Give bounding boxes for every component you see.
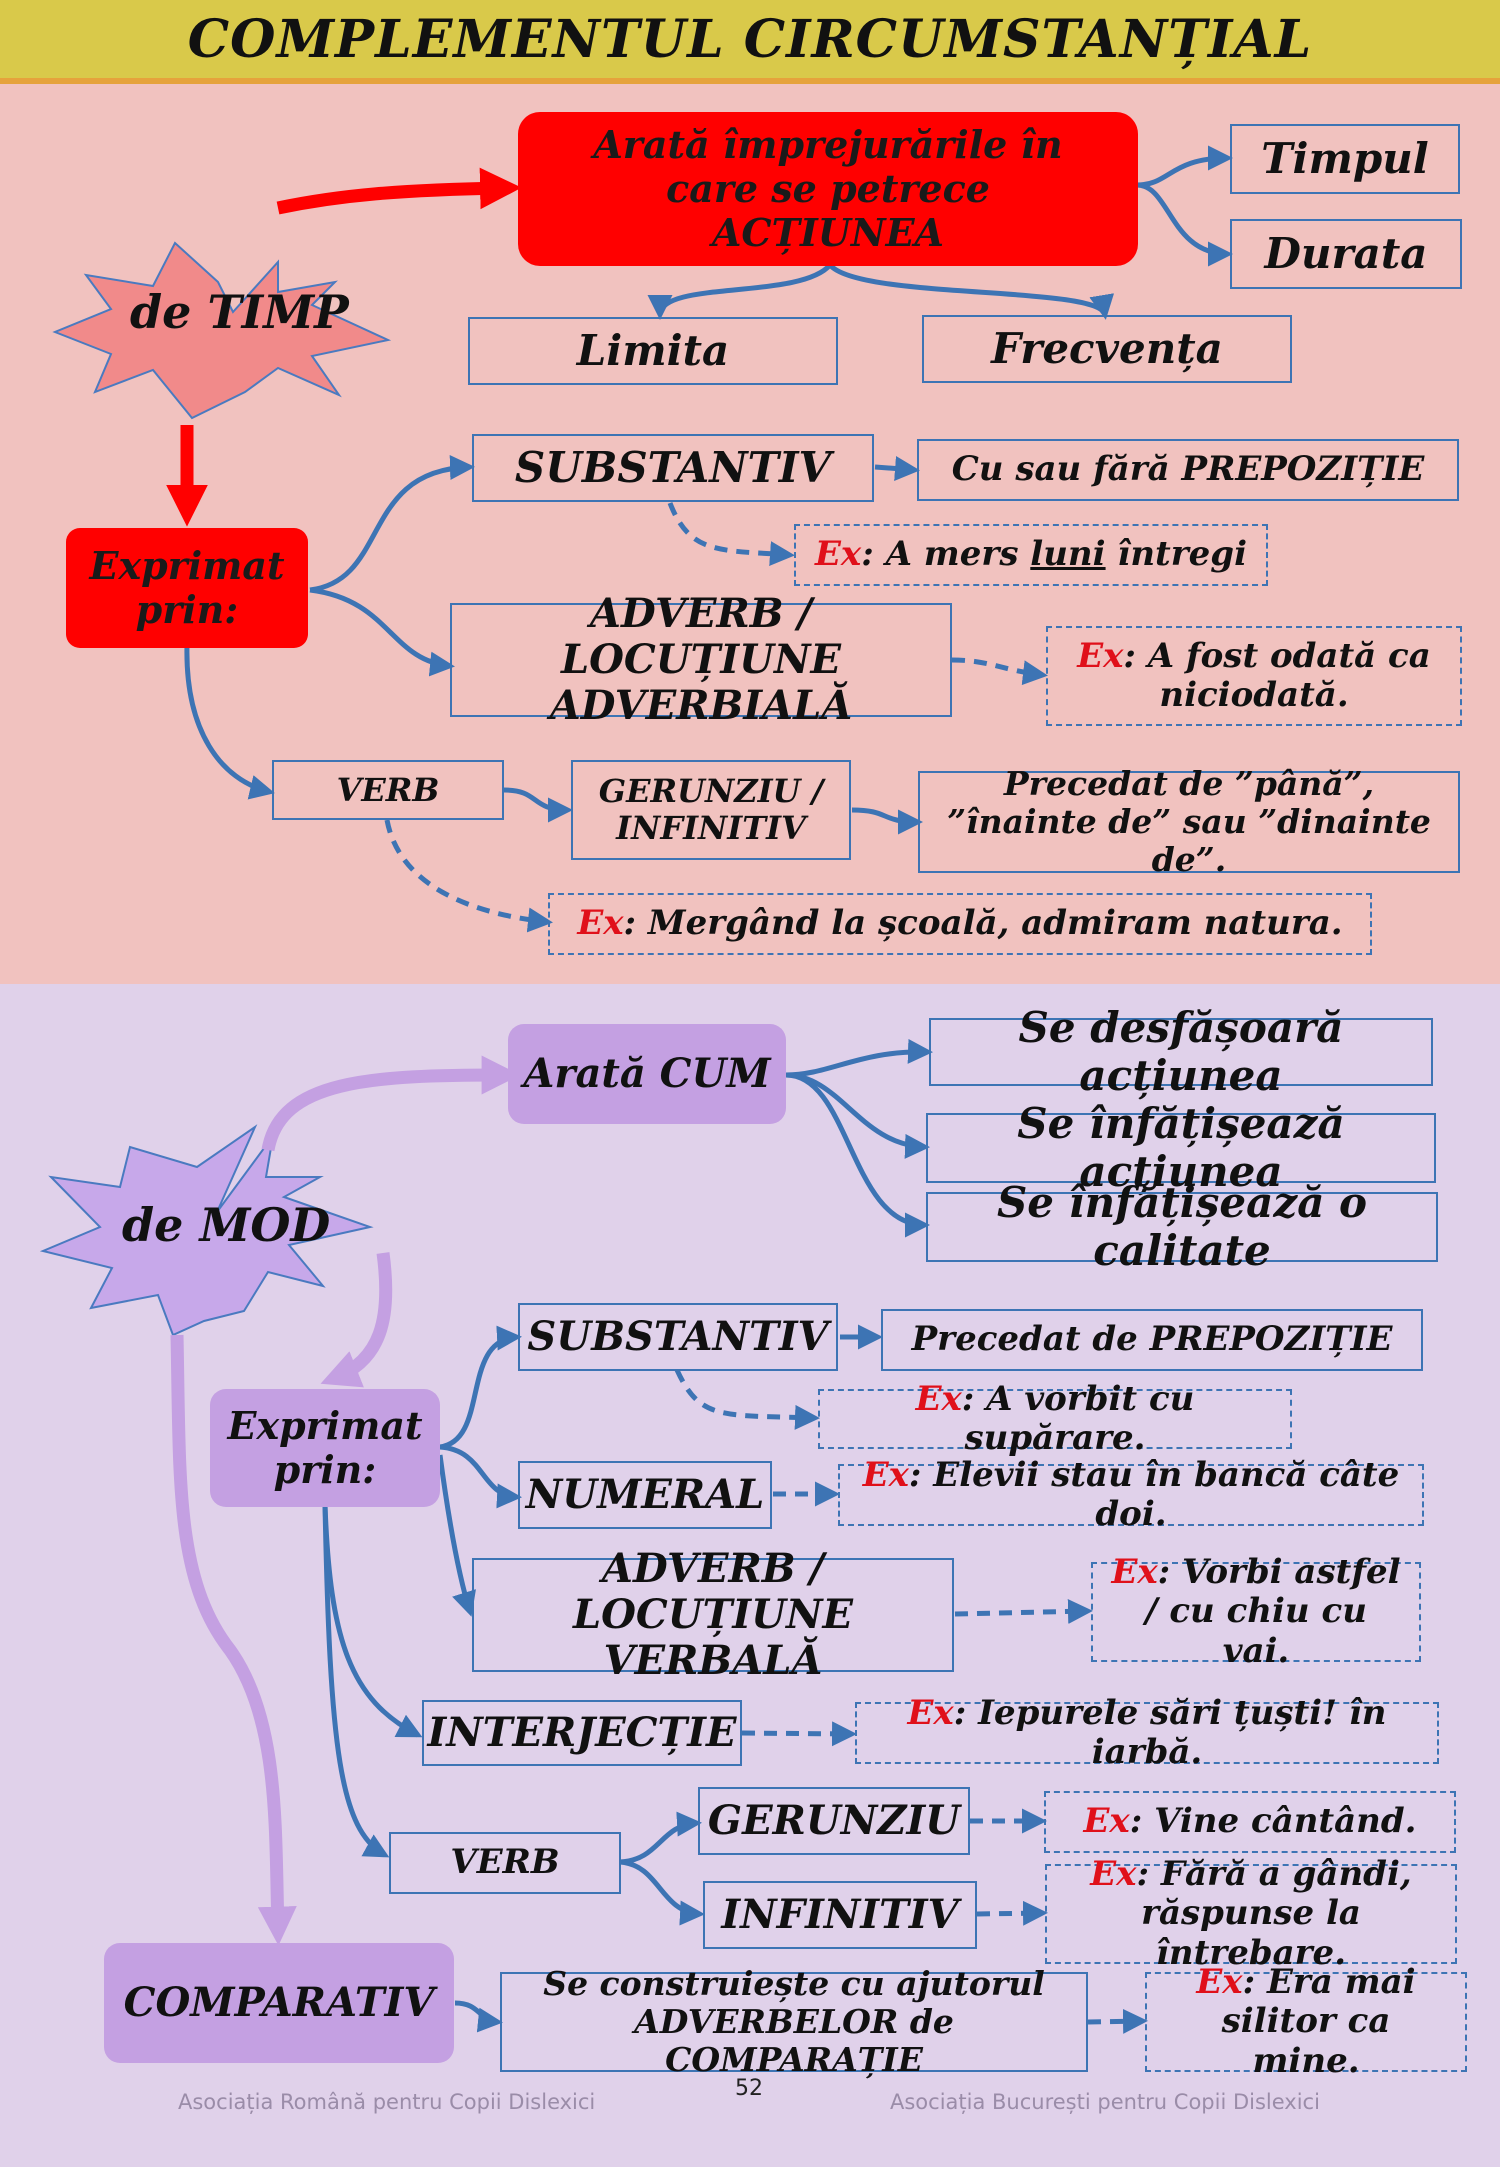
mod-ex3-label: Ex (1111, 1552, 1158, 1593)
mod-substantiv-box: SUBSTANTIV (518, 1303, 838, 1371)
timp-gerunziu-text: GERUNZIU / INFINITIV (598, 772, 824, 847)
timp-ex1-label: Ex (815, 534, 862, 575)
mod-r1-box: Se desfășoară acțiunea (929, 1003, 1433, 1100)
timp-frecventa-text: Frecvența (991, 323, 1223, 373)
star-timp-shape (52, 241, 392, 420)
mod-ex5-text: : Vine cântând. (1129, 1801, 1417, 1842)
mod-ex5-box: Ex: Vine cântând. (1044, 1791, 1456, 1853)
mod-comparativ-box: COMPARATIV (104, 1943, 454, 2063)
timp-limita-box: Limita (468, 317, 838, 385)
mod-gerunziu-box: GERUNZIU (698, 1787, 970, 1855)
mod-ex3-text: : Vorbi astfel / cu chiu cu vai. (1145, 1552, 1401, 1671)
mod-exprimat-box: Exprimat prin: (210, 1389, 440, 1507)
mod-precedat-text: Precedat de PREPOZIȚIE (911, 1319, 1393, 1360)
mod-ex5-label: Ex (1083, 1801, 1130, 1842)
mod-interjectie-box: INTERJECȚIE (422, 1700, 742, 1766)
star-mod-label: de MOD (122, 1198, 331, 1252)
timp-adverb-box: ADVERB / LOCUȚIUNE ADVERBIALĂ (450, 591, 952, 729)
mod-verb-text: VERB (450, 1842, 560, 1883)
timp-gerunziu-box: GERUNZIU / INFINITIV (571, 760, 851, 860)
page-title: COMPLEMENTUL CIRCUMSTANȚIAL (187, 8, 1313, 70)
timp-verb-box: VERB (272, 760, 504, 820)
footer-right: Asociația București pentru Copii Dislexi… (890, 2090, 1320, 2114)
timp-ex1-text-a: : A mers (861, 534, 1031, 575)
timp-substantiv-text: SUBSTANTIV (514, 442, 832, 492)
timp-durata-text: Durata (1264, 228, 1428, 278)
mod-numeral-text: NUMERAL (525, 1471, 765, 1518)
timp-main-text: Arată împrejurările în care se petrece A… (593, 122, 1063, 255)
mod-ex2-text: : Elevii stau în bancă câte doi. (908, 1454, 1400, 1534)
timp-ex1-text-underlined: luni (1030, 534, 1106, 575)
mod-comparativ-text: COMPARATIV (123, 1979, 435, 2026)
mod-infinitiv-box: INFINITIV (703, 1881, 977, 1949)
timp-exprimat-text: Exprimat prin: (89, 543, 285, 632)
star-timp-label: de TIMP (130, 285, 349, 339)
mod-comp-desc-box: Se construiește cu ajutorul ADVERBELOR d… (500, 1965, 1088, 2078)
mod-ex2-box: Ex: Elevii stau în bancă câte doi. (838, 1455, 1424, 1534)
mod-r3-text: Se înfățișează o calitate (996, 1177, 1368, 1275)
mod-ex3-box: Ex: Vorbi astfel / cu chiu cu vai. (1091, 1553, 1421, 1670)
timp-precedat-box: Precedat de ”până”, ”înainte de” sau ”di… (918, 765, 1460, 878)
timp-verb-text: VERB (336, 770, 440, 809)
mod-adverb-text: ADVERB / LOCUȚIUNE VERBALĂ (572, 1545, 854, 1684)
timp-precedat-text: Precedat de ”până”, ”înainte de” sau ”di… (947, 764, 1431, 879)
mod-ex7-box: Ex: Era mai silitor ca mine. (1145, 1963, 1467, 2080)
mod-numeral-box: NUMERAL (518, 1461, 772, 1529)
page-number: 52 (735, 2076, 763, 2101)
mod-ex2-label: Ex (862, 1454, 909, 1495)
timp-ex3-text: : Mergând la școală, admiram natura. (623, 903, 1343, 944)
footer-left: Asociația Română pentru Copii Dislexici (178, 2090, 596, 2114)
mod-interjectie-text: INTERJECȚIE (427, 1709, 737, 1756)
mod-adverb-box: ADVERB / LOCUȚIUNE VERBALĂ (472, 1546, 954, 1684)
mod-r1-text: Se desfășoară acțiunea (1018, 1002, 1344, 1100)
mod-arata-text: Arată CUM (523, 1050, 771, 1097)
timp-ex3-box: Ex: Mergând la școală, admiram natura. (548, 893, 1372, 955)
timp-cu-sau-fara-text: Cu sau fără PREPOZIȚIE (951, 449, 1425, 490)
mod-substantiv-text: SUBSTANTIV (527, 1313, 829, 1360)
timp-timpul-text: Timpul (1261, 133, 1429, 183)
mod-ex4-box: Ex: Iepurele sări țuști! în iarbă. (855, 1693, 1439, 1772)
mod-ex4-label: Ex (907, 1692, 954, 1733)
mod-ex7-text: : Era mai silitor ca mine. (1221, 1962, 1416, 2081)
timp-frecventa-box: Frecvența (922, 315, 1292, 383)
mod-ex1-text: : A vorbit cu supărare. (961, 1378, 1195, 1458)
timp-ex3-label: Ex (577, 903, 624, 944)
mod-r3-box: Se înfățișează o calitate (926, 1178, 1438, 1275)
timp-durata-box: Durata (1230, 219, 1462, 289)
timp-exprimat-box: Exprimat prin: (66, 528, 308, 648)
mod-r2-box: Se înfățișează acțiunea (926, 1099, 1436, 1196)
timp-substantiv-box: SUBSTANTIV (472, 434, 874, 502)
mod-ex1-box: Ex: A vorbit cu supărare. (818, 1379, 1292, 1458)
mod-ex1-label: Ex (915, 1378, 962, 1419)
mod-ex4-text: : Iepurele sări țuști! în iarbă. (953, 1692, 1387, 1772)
mod-ex7-label: Ex (1196, 1962, 1243, 2003)
timp-ex1-text-b: întregi (1105, 534, 1247, 575)
star-mod-shape (39, 1124, 374, 1337)
timp-main-box: Arată împrejurările în care se petrece A… (518, 112, 1138, 266)
mod-ex6-text: : Fără a gândi, răspunse la întrebare. (1136, 1854, 1412, 1973)
timp-timpul-box: Timpul (1230, 124, 1460, 194)
timp-cu-sau-fara-box: Cu sau fără PREPOZIȚIE (917, 439, 1459, 501)
mod-verb-box: VERB (389, 1832, 621, 1894)
timp-adverb-text: ADVERB / LOCUȚIUNE ADVERBIALĂ (549, 590, 853, 729)
timp-limita-text: Limita (576, 325, 730, 375)
mod-comp-desc-text: Se construiește cu ajutorul ADVERBELOR d… (543, 1964, 1045, 2079)
timp-ex1-box: Ex: A mers luni întregi (794, 524, 1268, 586)
timp-ex2-box: Ex: A fost odată ca niciodată. (1046, 626, 1462, 726)
mod-ex6-box: Ex: Fără a gândi, răspunse la întrebare. (1045, 1855, 1457, 1972)
mod-arata-box: Arată CUM (508, 1024, 786, 1124)
mod-gerunziu-text: GERUNZIU (707, 1797, 961, 1844)
header-bar: COMPLEMENTUL CIRCUMSTANȚIAL (0, 0, 1500, 84)
mod-exprimat-text: Exprimat prin: (227, 1403, 423, 1492)
timp-ex2-text: : A fost odată ca niciodată. (1123, 635, 1431, 715)
mod-precedat-box: Precedat de PREPOZIȚIE (881, 1309, 1423, 1371)
mod-infinitiv-text: INFINITIV (721, 1891, 959, 1938)
timp-ex2-label: Ex (1077, 635, 1124, 676)
mod-ex6-label: Ex (1090, 1854, 1137, 1895)
mod-r2-text: Se înfățișează acțiunea (1017, 1098, 1345, 1196)
